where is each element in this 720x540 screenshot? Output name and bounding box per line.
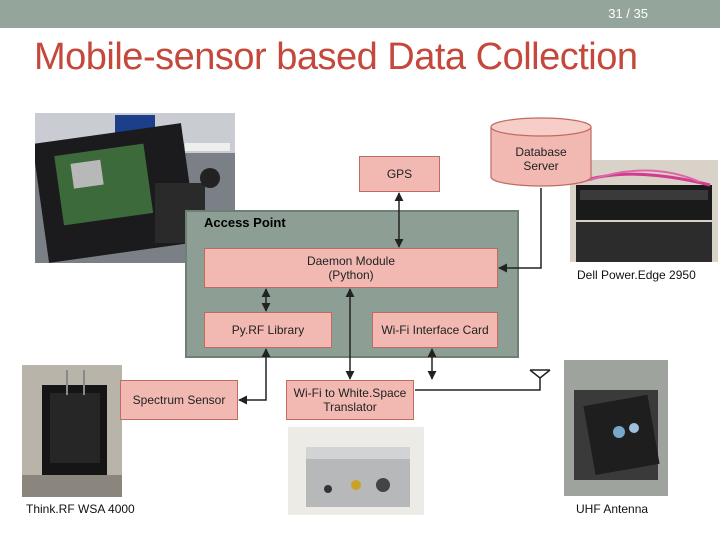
gps-label: GPS bbox=[386, 166, 413, 181]
spectrum-sensor-box: Spectrum Sensor bbox=[120, 380, 238, 420]
translator-label: Wi-Fi to White.Space Translator bbox=[293, 385, 407, 414]
gps-box: GPS bbox=[359, 156, 440, 192]
wifi-interface-card-label: Wi-Fi Interface Card bbox=[381, 322, 489, 337]
database-server: Database Server bbox=[490, 117, 592, 187]
slide-title: Mobile-sensor based Data Collection bbox=[34, 36, 638, 78]
pyrf-library-label: Py.RF Library bbox=[231, 322, 305, 337]
translator-box: Wi-Fi to White.Space Translator bbox=[286, 380, 414, 420]
thinkrf-photo bbox=[22, 365, 122, 497]
antenna-caption: UHF Antenna bbox=[576, 502, 649, 516]
uhf-antenna-photo bbox=[564, 360, 668, 496]
dell-caption: Dell Power.Edge 2950 bbox=[577, 268, 696, 282]
slide-number: 31 / 35 bbox=[608, 6, 648, 21]
translator-photo bbox=[288, 427, 424, 515]
top-bar: 31 / 35 bbox=[0, 0, 720, 28]
thinkrf-caption: Think.RF WSA 4000 bbox=[26, 502, 135, 516]
database-server-label: Database Server bbox=[515, 145, 567, 174]
pyrf-library-box: Py.RF Library bbox=[204, 312, 332, 348]
spectrum-sensor-label: Spectrum Sensor bbox=[132, 392, 226, 407]
dell-server-photo bbox=[570, 160, 718, 262]
daemon-module-label: Daemon Module (Python) bbox=[306, 253, 396, 282]
access-point-label: Access Point bbox=[204, 215, 286, 230]
wifi-interface-card-box: Wi-Fi Interface Card bbox=[372, 312, 498, 348]
daemon-module-box: Daemon Module (Python) bbox=[204, 248, 498, 288]
